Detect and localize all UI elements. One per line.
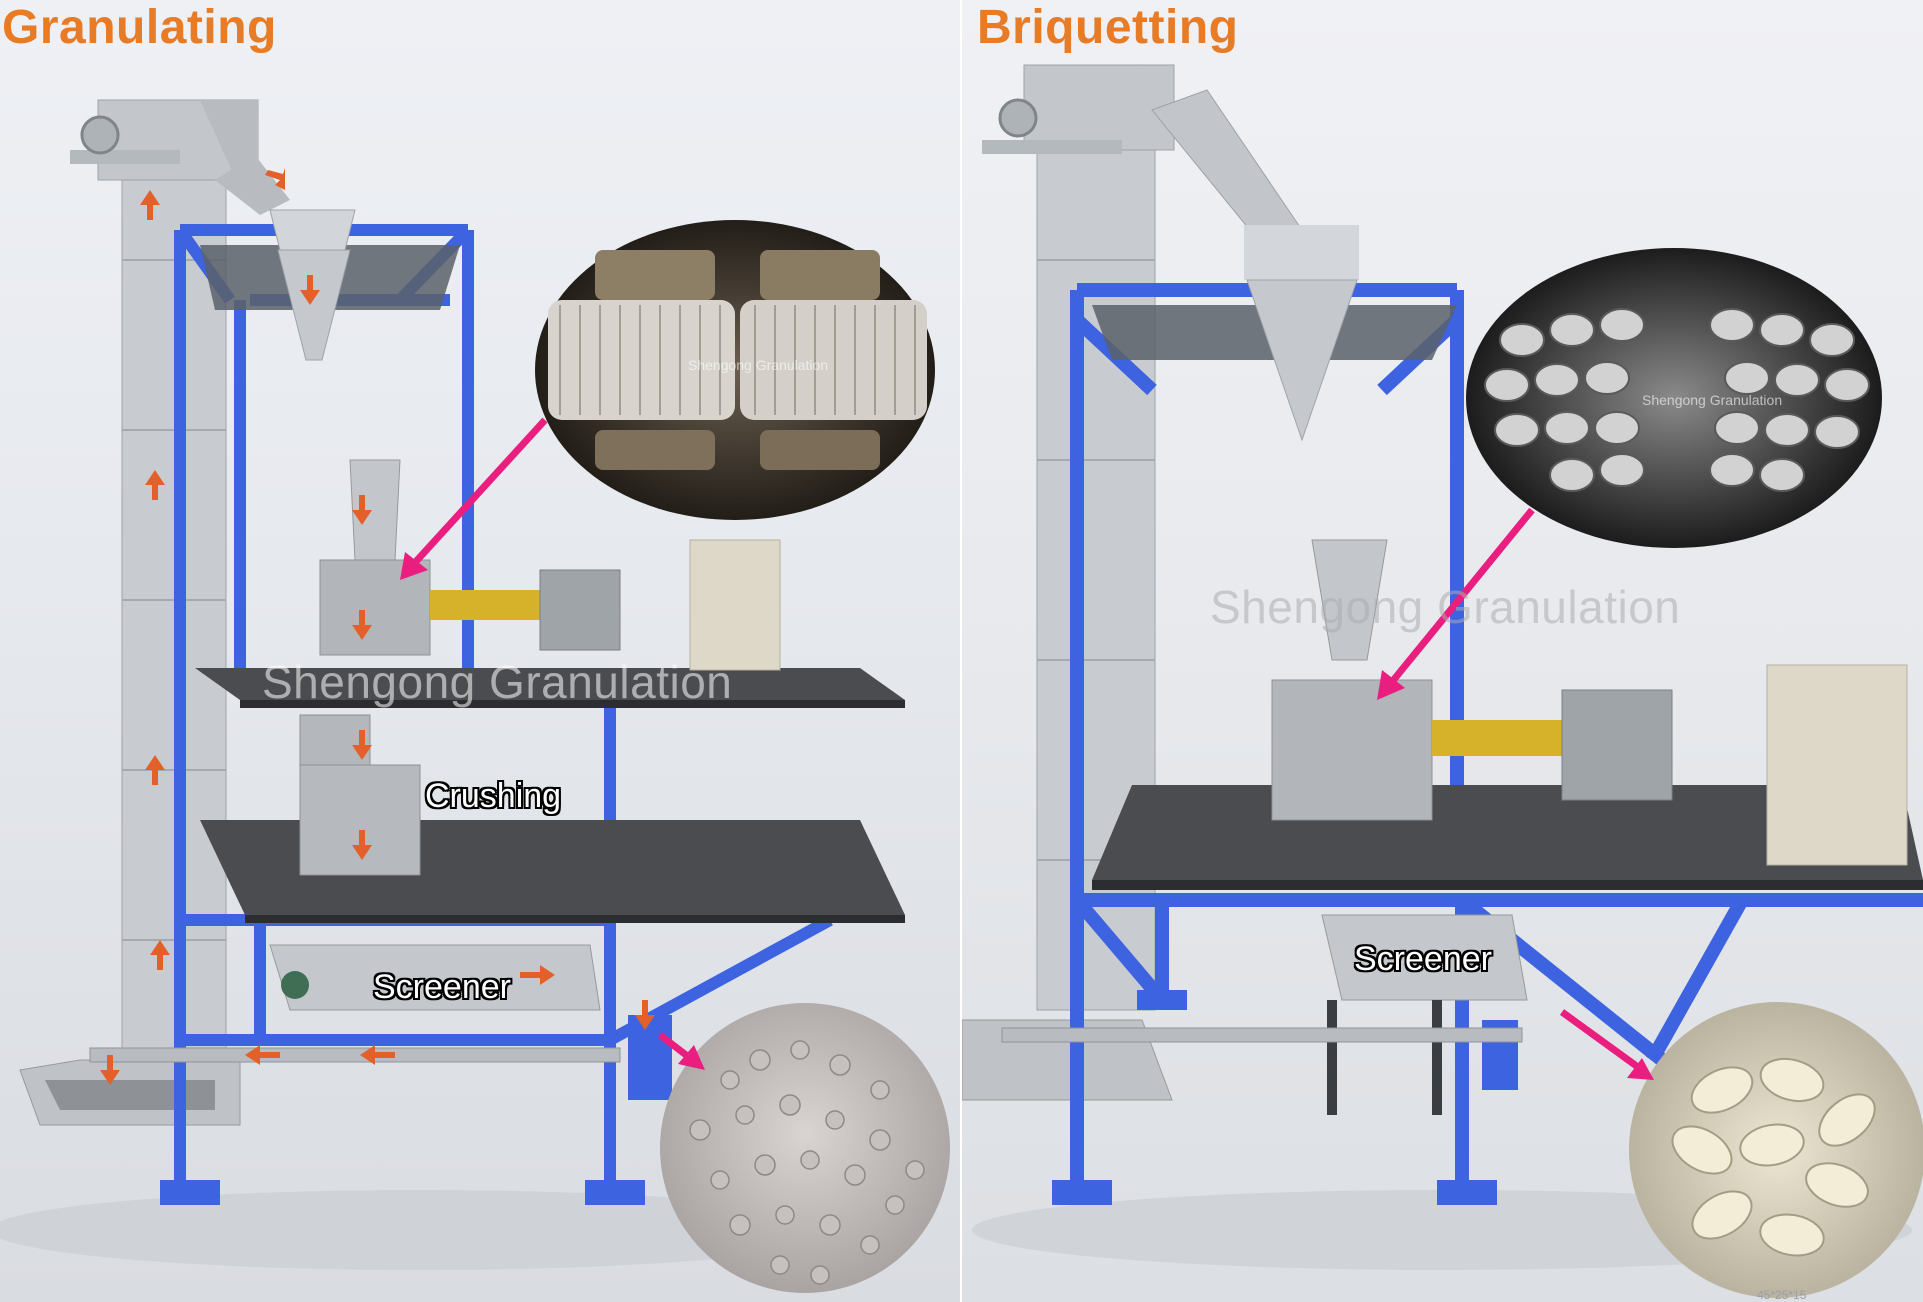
granulating-title: Granulating xyxy=(2,1,277,54)
briquettes-inset xyxy=(1629,1002,1923,1298)
mold-roller-inset xyxy=(1466,248,1882,548)
roller-pointer-arrow xyxy=(1384,507,1535,691)
crushing-label: Crushing xyxy=(425,777,562,815)
inset-watermark: Shengong Granulation xyxy=(1642,392,1783,408)
screener-label: Screener xyxy=(1354,940,1492,978)
granules-inset xyxy=(660,1003,950,1293)
briquetting-diagram xyxy=(962,64,1923,1298)
watermark: Shengong Granulation xyxy=(262,656,733,708)
inset-watermark: Shengong Granulation xyxy=(688,357,829,373)
granulator-pointer-arrow xyxy=(407,417,548,571)
briquette-size-caption: 45*25*15 xyxy=(1757,1288,1807,1302)
granulating-diagram xyxy=(0,99,950,1293)
briquettes-pointer-arrow xyxy=(1559,1009,1645,1073)
granules-pointer-arrow xyxy=(657,1032,693,1061)
screener-label: Screener xyxy=(373,968,511,1006)
briquetting-panel: Briquetting Shengong Granulation Shengon… xyxy=(962,0,1923,1302)
roller-closeup-inset xyxy=(535,220,935,520)
watermark: Shengong Granulation xyxy=(1210,581,1681,633)
granulating-panel: Granulating Shengong Granulation Shengon… xyxy=(0,0,960,1302)
briquetting-title: Briquetting xyxy=(977,1,1239,54)
